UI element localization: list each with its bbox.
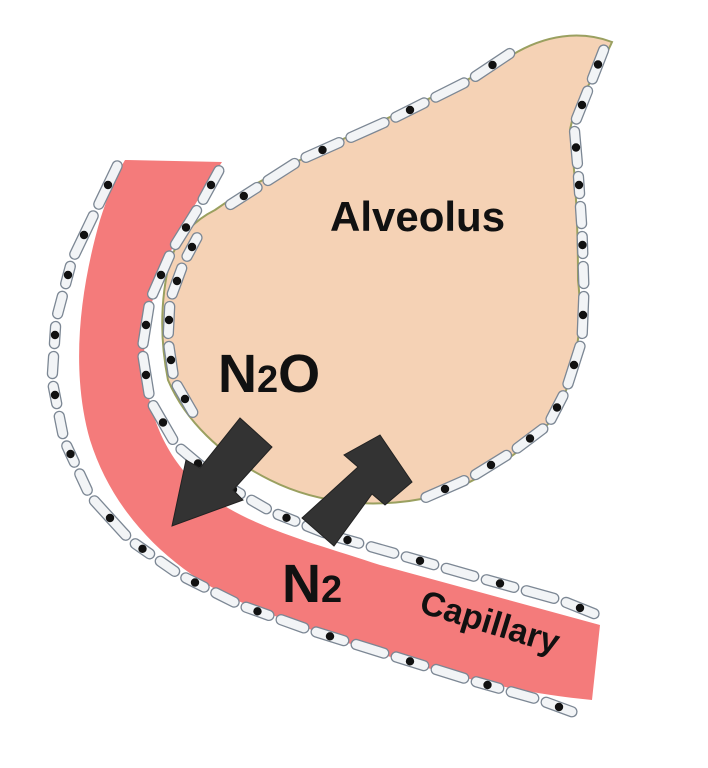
alveolar-epithelium	[162, 44, 610, 504]
n2-label: N2	[282, 554, 342, 614]
cell-nucleus	[141, 320, 151, 330]
cell-nucleus	[571, 143, 581, 152]
cell-nucleus	[415, 556, 425, 565]
cell-nucleus	[166, 355, 176, 365]
cell	[245, 494, 273, 515]
cell-nucleus	[164, 315, 174, 325]
cell-nucleus	[593, 60, 603, 69]
cell-nucleus	[488, 60, 497, 70]
cell-nucleus	[158, 418, 168, 427]
cell-nucleus	[239, 191, 248, 201]
cell-nucleus	[190, 578, 200, 587]
n2o-arrow-down	[171, 417, 273, 527]
cell	[574, 200, 588, 230]
cell-nucleus	[325, 632, 335, 641]
n2-arrow-up	[301, 434, 413, 547]
cell-nucleus	[343, 535, 352, 545]
cell-nucleus	[105, 513, 115, 523]
cell-nucleus	[253, 607, 262, 616]
cell-nucleus	[156, 270, 166, 280]
cell-nucleus	[172, 276, 182, 286]
cell-nucleus	[318, 145, 327, 155]
cell-nucleus	[525, 434, 535, 443]
cell-nucleus	[578, 240, 587, 250]
cell-nucleus	[554, 702, 564, 712]
cell-nucleus	[181, 223, 191, 232]
cell	[430, 77, 470, 103]
cell-nucleus	[577, 100, 587, 110]
capillary-wall-inner	[137, 165, 600, 620]
cell	[52, 290, 68, 320]
cell-nucleus	[440, 484, 450, 494]
capillary-vessel	[79, 160, 601, 700]
cell-nucleus	[66, 449, 75, 459]
cell	[53, 410, 69, 440]
cell-nucleus	[79, 230, 89, 240]
cell	[350, 638, 390, 659]
cell	[345, 116, 390, 144]
cell-nucleus	[569, 360, 579, 370]
cell	[262, 157, 301, 187]
cell	[577, 260, 590, 290]
cell	[365, 541, 400, 559]
cell	[275, 614, 310, 634]
cell-nucleus	[578, 310, 588, 320]
cell-nucleus	[50, 330, 60, 340]
cell-nucleus	[50, 390, 60, 400]
cell-nucleus	[180, 394, 190, 404]
cell-nucleus	[103, 180, 113, 190]
cell-nucleus	[405, 657, 415, 666]
cell-nucleus	[574, 180, 584, 190]
cell	[154, 555, 181, 577]
cell-nucleus	[187, 242, 197, 252]
cell-nucleus	[552, 403, 562, 412]
cell	[210, 587, 240, 608]
cell	[430, 663, 470, 684]
cell	[46, 350, 60, 380]
cell-nucleus	[405, 105, 415, 115]
alveolus-label: Alveolus	[330, 193, 505, 240]
cell	[505, 686, 540, 704]
cell-nucleus	[138, 544, 147, 553]
cell	[74, 468, 93, 496]
cell-nucleus	[495, 579, 505, 588]
cell-nucleus	[575, 603, 585, 613]
cell	[520, 585, 560, 604]
cell-nucleus	[206, 180, 216, 190]
cell-nucleus	[483, 680, 492, 690]
cell-nucleus	[63, 270, 73, 280]
capillary-wall-outer	[46, 160, 578, 718]
cell-nucleus	[282, 513, 291, 522]
cell-nucleus	[141, 370, 151, 380]
cell-nucleus	[486, 460, 496, 470]
n2o-label: N2O	[218, 344, 320, 404]
cell	[440, 562, 480, 582]
